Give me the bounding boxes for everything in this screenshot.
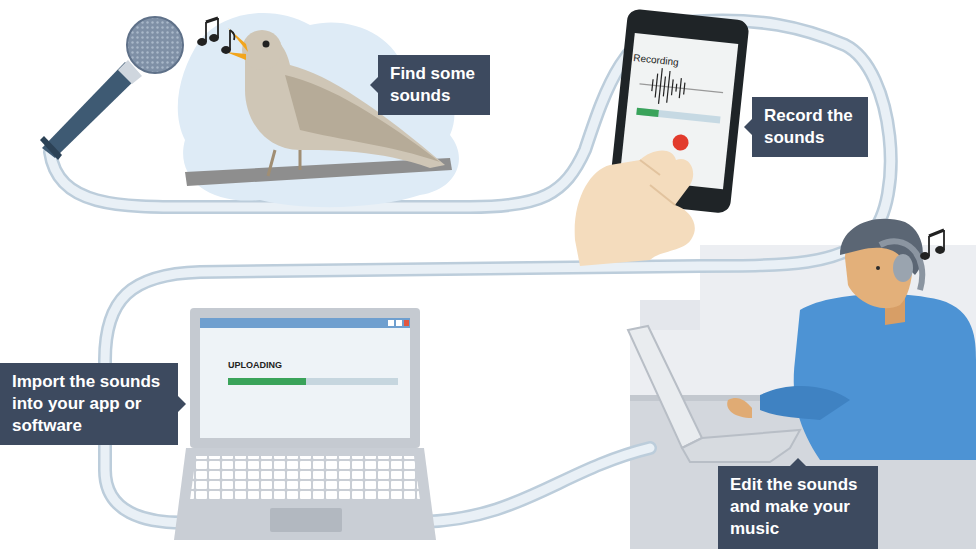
laptop [174,308,436,540]
person-laptop [628,326,800,462]
music-notes [921,230,944,259]
person [727,219,976,460]
callout-box: Edit the sounds and make your music [718,466,878,549]
cable [50,20,891,522]
callout-text: Record the sounds [764,105,856,149]
callout-box: Import the sounds into your app or softw… [0,363,178,445]
callout-pointer [744,119,752,135]
callout-text: Import the sounds into your app or softw… [12,371,166,437]
callout-pointer [370,77,378,93]
microphone [40,17,183,160]
callout-pointer [790,458,806,466]
callout-text: Edit the sounds and make your music [730,474,866,540]
callout-text: Find some sounds [390,63,478,107]
callout-box: Find some sounds [378,55,490,115]
screen-label: UPLOADING [228,360,282,370]
callout-box: Record the sounds [752,97,868,157]
music-notes [198,18,235,53]
callout-pointer [178,396,186,412]
hand [575,151,695,266]
screen-label: Recording [633,52,679,68]
